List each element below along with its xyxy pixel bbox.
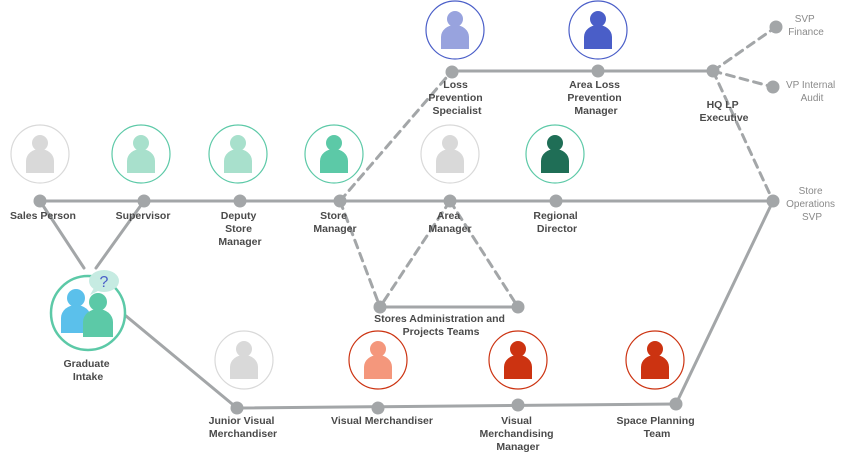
node-visual-merchandiser xyxy=(371,401,385,415)
sales-person-avatar xyxy=(10,124,70,184)
area-manager-to-admin-link xyxy=(378,199,452,309)
visual-merchandising-path xyxy=(235,402,678,410)
connections xyxy=(38,25,778,410)
node-lp-specialist xyxy=(445,65,459,79)
node-sales-person xyxy=(33,194,47,208)
area-manager-to-admin-right-link xyxy=(448,199,520,309)
label-vp-internal-audit: VP Internal Audit xyxy=(786,80,838,104)
store-manager-to-admin-link xyxy=(338,199,382,309)
lp-specialist-avatar xyxy=(425,0,485,60)
supervisor-to-graduate-link xyxy=(94,199,146,270)
question-bubble-icon xyxy=(89,270,119,295)
node-admin-left xyxy=(373,300,387,314)
space-planning-avatar xyxy=(625,330,685,390)
area-lp-manager-avatar xyxy=(568,0,628,60)
label-hq-lp-executive: HQ LP Executive xyxy=(699,99,748,124)
deputy-store-manager-avatar xyxy=(208,124,268,184)
label-supervisor: Supervisor xyxy=(116,210,171,222)
junior-vm-avatar xyxy=(214,330,274,390)
question-mark-icon: ? xyxy=(100,274,109,291)
node-store-manager xyxy=(333,194,347,208)
node-hq-lp-executive xyxy=(706,64,720,78)
avatars xyxy=(10,0,685,390)
label-sales-person: Sales Person xyxy=(10,210,76,222)
label-graduate-intake: Graduate Intake xyxy=(63,358,112,383)
node-area-manager xyxy=(443,194,457,208)
vm-manager-avatar xyxy=(488,330,548,390)
node-junior-vm xyxy=(230,401,244,415)
hq-lp-to-store-ops-svp-link xyxy=(711,69,775,203)
graduate-intake-avatar xyxy=(49,274,127,352)
node-supervisor xyxy=(137,194,151,208)
node-admin-right xyxy=(511,300,525,314)
store-manager-avatar xyxy=(304,124,364,184)
label-vm-manager: Visual Merchandising Manager xyxy=(479,415,556,453)
store-manager-to-lp-specialist-link xyxy=(338,69,454,203)
label-space-planning: Space Planning Team xyxy=(616,415,697,440)
node-dots xyxy=(33,20,783,415)
label-visual-merchandiser: Visual Merchandiser xyxy=(331,415,433,427)
label-area-manager: Area Manager xyxy=(428,210,471,235)
supervisor-avatar xyxy=(111,124,171,184)
label-deputy-store-manager: Deputy Store Manager xyxy=(218,210,261,248)
node-deputy-store-manager xyxy=(233,194,247,208)
labels: Loss Prevention Specialist Area Loss Pre… xyxy=(10,14,838,453)
visual-merchandiser-avatar xyxy=(348,330,408,390)
node-area-lp-manager xyxy=(591,64,605,78)
sales-to-graduate-link xyxy=(38,199,86,270)
graduate-to-junior-vm-link xyxy=(124,314,239,410)
label-stores-admin-projects: Stores Administration and Projects Teams xyxy=(374,313,508,338)
area-manager-avatar xyxy=(420,124,480,184)
label-store-manager: Store Manager xyxy=(313,210,356,235)
node-svp-finance xyxy=(769,20,783,34)
label-regional-director: Regional Director xyxy=(533,210,580,235)
label-junior-vm: Junior Visual Merchandiser xyxy=(209,415,278,440)
label-lp-specialist: Loss Prevention Specialist xyxy=(428,79,485,117)
node-vm-manager xyxy=(511,398,525,412)
node-vp-internal-audit xyxy=(766,80,780,94)
label-store-ops-svp: Store Operations SVP xyxy=(786,186,838,223)
node-space-planning xyxy=(669,397,683,411)
hq-lp-to-svp-finance-link xyxy=(711,25,778,73)
regional-director-avatar xyxy=(525,124,585,184)
hq-lp-to-vp-audit-link xyxy=(711,69,775,89)
label-area-lp-manager: Area Loss Prevention Manager xyxy=(567,79,624,117)
node-regional-director xyxy=(549,194,563,208)
space-planning-to-svp-link xyxy=(674,199,775,406)
node-store-ops-svp xyxy=(766,194,780,208)
label-svp-finance: SVP Finance xyxy=(788,14,824,38)
